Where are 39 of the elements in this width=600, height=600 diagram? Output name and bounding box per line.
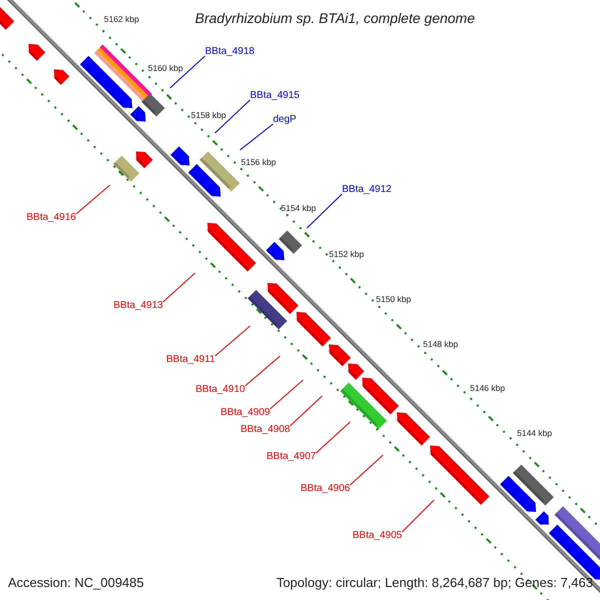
gene-label: BBta_4911 bbox=[166, 354, 215, 366]
scale-label: 5146 kbp bbox=[470, 382, 505, 395]
scale-label: 5148 kbp bbox=[423, 338, 458, 351]
scale-label: 5154 kbp bbox=[281, 202, 316, 215]
scale-label: 5160 kbp bbox=[148, 62, 183, 75]
leader-line bbox=[244, 356, 280, 386]
gene-label: BBta_4915 bbox=[250, 90, 300, 102]
gene-label: BBta_4908 bbox=[240, 424, 290, 436]
gene-label: BBta_4913 bbox=[114, 300, 163, 312]
leader-line bbox=[402, 500, 434, 532]
gene-label: BBta_4918 bbox=[205, 46, 254, 58]
leader-line bbox=[350, 454, 384, 486]
leader-line bbox=[214, 100, 250, 134]
footer-text: Accession: NC_009485 bbox=[8, 574, 144, 592]
leader-line bbox=[316, 422, 350, 454]
gene-label: BBta_4916 bbox=[26, 212, 76, 224]
scale-label: 5144 kbp bbox=[517, 427, 552, 440]
gene-label: BBta_4906 bbox=[300, 483, 350, 495]
scale-label: 5150 kbp bbox=[376, 293, 411, 306]
leader-line bbox=[306, 194, 342, 228]
gene-label: degP bbox=[273, 114, 296, 126]
gene-label: BBta_4907 bbox=[266, 451, 316, 463]
scale-label: 5162 kbp bbox=[104, 13, 139, 26]
footer-text: Topology: circular; Length: 8,264,687 bp; Genes: 7,463 bbox=[276, 574, 593, 592]
scale-label: 5158 kbp bbox=[191, 109, 226, 122]
leader-line bbox=[240, 124, 274, 150]
leader-line bbox=[214, 326, 250, 356]
scale-label: 5152 kbp bbox=[329, 248, 364, 261]
scale-label: 5156 kbp bbox=[241, 156, 276, 169]
leader-line bbox=[170, 56, 206, 88]
title: Bradyrhizobium sp. BTAi1, complete genome bbox=[195, 9, 475, 28]
gene-label: BBta_4912 bbox=[342, 184, 392, 196]
leader-line bbox=[290, 396, 322, 426]
gene-label: BBta_4905 bbox=[352, 530, 402, 542]
gene-label: BBta_4909 bbox=[220, 407, 270, 419]
leader-line bbox=[162, 272, 196, 302]
gene-label: BBta_4910 bbox=[196, 384, 245, 396]
leader-line bbox=[270, 380, 304, 410]
leader-line bbox=[76, 184, 110, 214]
